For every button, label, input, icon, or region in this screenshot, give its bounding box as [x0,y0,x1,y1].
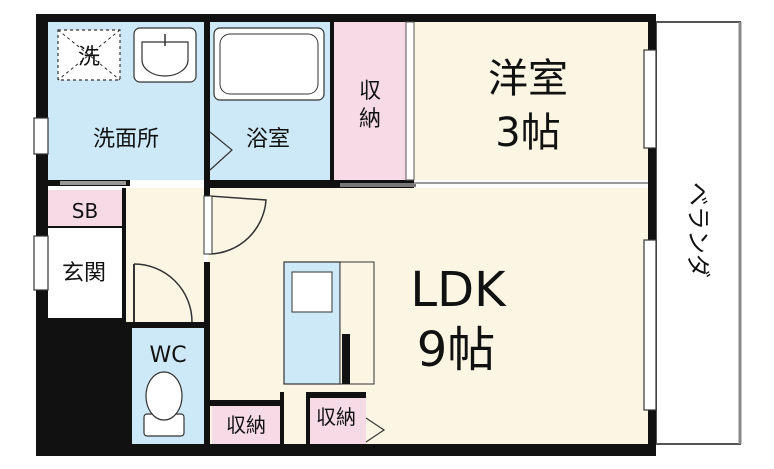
washer-pan-diag-1 [57,29,121,81]
kitchen-sink [291,271,333,313]
toilet-label: WC [149,343,186,368]
balcony-label: ベランダ [684,182,712,278]
storage-top-area [334,22,406,180]
shoebox-label: SB [72,199,98,223]
shoebox-area [48,190,122,226]
western-room-label: 洋室 [488,56,568,102]
storage-bottom-left-label: 収納 [226,413,266,437]
bath-label: 浴室 [246,127,290,152]
bathtub-inner [219,33,319,95]
entrance-area [48,228,122,320]
western-room-area [412,22,648,180]
door-swing-ldk [209,195,267,255]
door-swing-storage [365,417,386,443]
western-room-size: 3帖 [495,110,560,156]
door-swing-toilet [133,263,193,323]
washer-pan-diag-2 [57,29,121,81]
window-entrance [33,235,49,291]
threshold-washroom [60,181,126,185]
window-storage-top [405,21,415,181]
washroom-label: 洗面所 [93,127,159,152]
ldk-size: 9帖 [417,322,496,378]
door-leaf-ldk [203,195,213,255]
storage-top-label-1: 収 [359,79,381,104]
entrance-label: 玄関 [62,261,106,286]
washer-label: 洗 [78,45,100,70]
kitchen-counter-ext [339,261,375,385]
washbasin-bowl [141,41,189,77]
window-western [643,49,657,149]
balcony-area [655,21,741,445]
window-washroom [33,117,49,155]
door-swing-bath [209,131,233,171]
storage-bottom-right-label: 収納 [316,405,356,429]
hall-area [124,188,204,326]
threshold-western [340,183,416,187]
window-ldk [643,239,657,411]
toilet-bowl [145,371,183,421]
storage-bottom-left-area [212,406,282,444]
storage-bottom-right-area [310,398,366,444]
ldk-label: LDK [410,262,507,318]
storage-top-label-2: 納 [359,107,381,132]
